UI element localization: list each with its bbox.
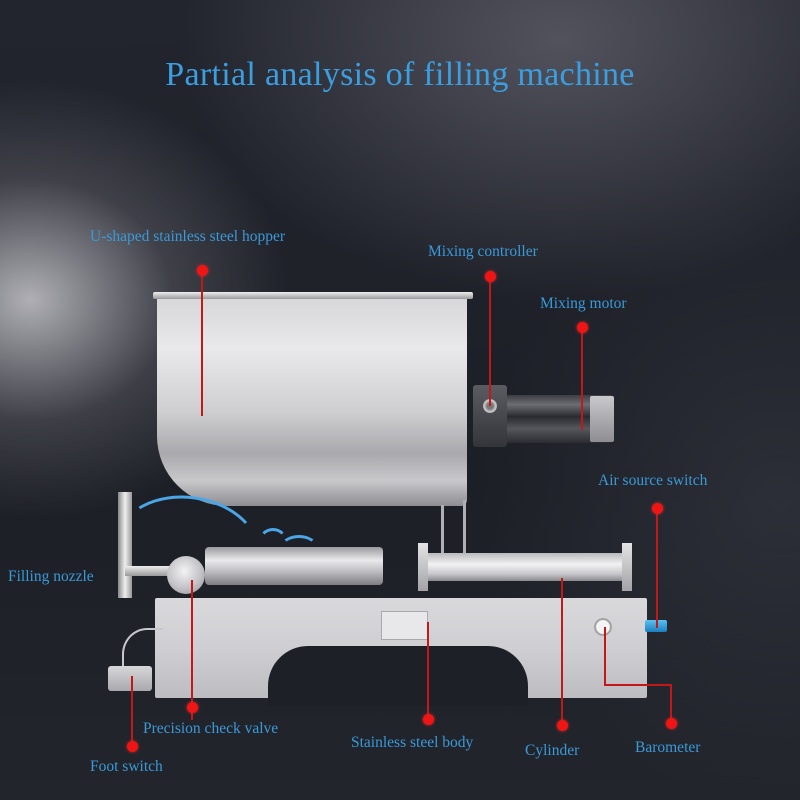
label-barometer: Barometer bbox=[635, 739, 701, 756]
label-filling-nozzle: Filling nozzle bbox=[8, 568, 94, 585]
marker-dot-precision-check-valve bbox=[187, 702, 198, 713]
leader-line-hopper bbox=[201, 270, 203, 416]
hopper-support-leg bbox=[441, 505, 444, 555]
diagram-title: Partial analysis of filling machine bbox=[165, 56, 635, 93]
nameplate bbox=[381, 611, 428, 640]
label-precision-check-valve: Precision check valve bbox=[143, 720, 279, 737]
label-hopper: U-shaped stainless steel hopper bbox=[90, 228, 285, 245]
marker-dot-foot-switch bbox=[127, 741, 138, 752]
leader-line-mixing-controller bbox=[489, 276, 491, 406]
marker-dot-barometer bbox=[666, 718, 677, 729]
controller-knob bbox=[483, 399, 497, 413]
foot-switch-cable bbox=[122, 628, 164, 672]
material-cylinder-pipe bbox=[205, 547, 383, 585]
cylinder-end-block bbox=[622, 543, 632, 591]
nozzle-arm bbox=[125, 566, 175, 576]
hopper-shape bbox=[157, 296, 467, 506]
leader-line-air-source-switch bbox=[656, 508, 658, 628]
leader-line-barometer-b bbox=[604, 684, 672, 686]
marker-dot-cylinder bbox=[557, 720, 568, 731]
leader-line-barometer-c bbox=[670, 684, 672, 722]
label-mixing-controller: Mixing controller bbox=[428, 243, 538, 260]
label-air-source-switch: Air source switch bbox=[598, 472, 708, 489]
hopper-rim bbox=[153, 292, 473, 299]
nozzle-post bbox=[118, 492, 132, 598]
foot-pedal bbox=[108, 666, 152, 691]
label-foot-switch: Foot switch bbox=[90, 758, 163, 775]
body-cutout bbox=[268, 646, 528, 706]
leader-line-foot-switch bbox=[131, 676, 133, 744]
air-cylinder-shape bbox=[425, 553, 625, 581]
label-stainless-steel-body: Stainless steel body bbox=[351, 734, 474, 751]
air-hose-loop bbox=[280, 535, 318, 561]
marker-dot-stainless-steel-body bbox=[423, 714, 434, 725]
air-hose-loop bbox=[258, 528, 288, 558]
label-cylinder: Cylinder bbox=[525, 742, 580, 759]
check-valve-shape bbox=[167, 556, 205, 594]
motor-end-cap bbox=[590, 396, 614, 442]
leader-line-barometer-a bbox=[604, 627, 606, 685]
label-mixing-motor: Mixing motor bbox=[540, 295, 627, 312]
leader-line-mixing-motor bbox=[581, 327, 583, 430]
marker-dot-air-source-switch bbox=[652, 503, 663, 514]
leader-line-precision-check-valve bbox=[191, 580, 193, 720]
marker-dot-hopper bbox=[197, 265, 208, 276]
marker-dot-mixing-controller bbox=[485, 271, 496, 282]
marker-dot-mixing-motor bbox=[577, 322, 588, 333]
leader-line-stainless-steel-body bbox=[427, 622, 429, 720]
pressure-gauge bbox=[594, 618, 612, 636]
leader-line-cylinder bbox=[561, 578, 563, 726]
cylinder-end-block bbox=[418, 543, 428, 591]
hopper-support-leg bbox=[463, 500, 466, 560]
